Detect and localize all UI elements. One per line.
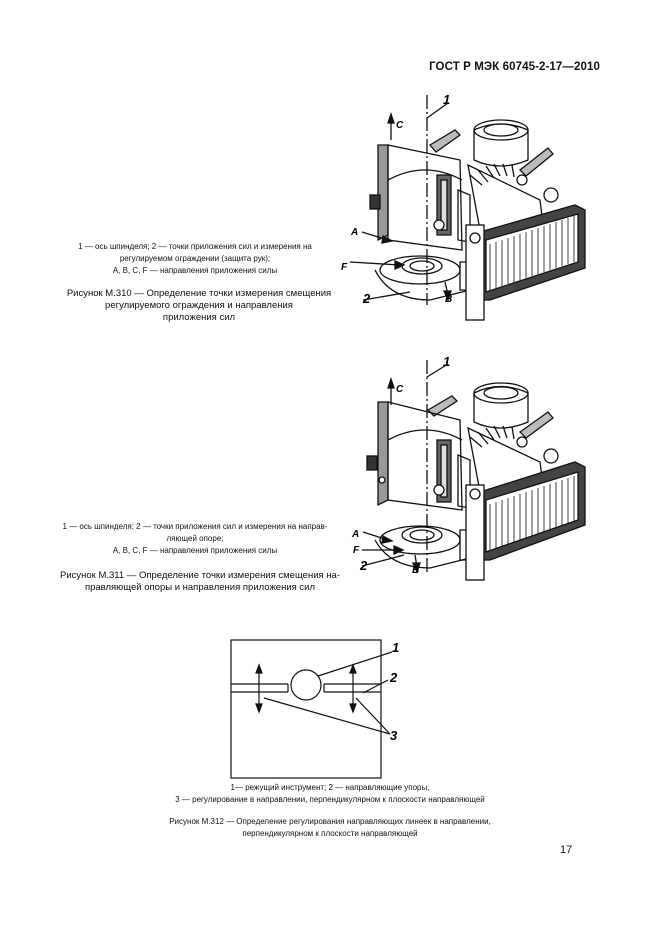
figure-m312-caption: Рисунок М.312 — Определение регулировани… [100, 816, 560, 840]
figure-m310-legend: 1 — ось шпинделя; 2 — точки приложения с… [40, 241, 350, 277]
caption-line: приложения сил [162, 312, 236, 323]
legend-line: ляющей опоре; [166, 534, 224, 543]
label-f: F [353, 545, 360, 556]
label-a: A [350, 227, 358, 238]
label-2: 2 [389, 670, 398, 685]
page-number: 17 [560, 844, 573, 856]
label-b: B [445, 294, 452, 305]
label-c: C [396, 384, 404, 395]
figure-m311-caption: Рисунок М.311 — Определение точки измере… [40, 570, 360, 594]
cutter-circle [290, 669, 322, 701]
label-1: 1 [392, 640, 399, 655]
legend-line: 3 — регулирование в направлении, перпенд… [175, 795, 485, 804]
figure-m310-caption: Рисунок М.310 — Определение точки измере… [38, 288, 360, 324]
legend-line: регулируемом ограждении (защита рук); [119, 254, 271, 263]
label-3: 3 [390, 728, 398, 743]
label-c: C [396, 120, 404, 131]
figure-m311-legend: 1 — ось шпинделя; 2 — точки приложения с… [40, 521, 350, 557]
legend-line: A, B, C, F — направления приложения силы [112, 266, 278, 275]
caption-line: Рисунок М.312 — Определение регулировани… [169, 817, 491, 826]
label-b: B [412, 565, 419, 576]
document-header: ГОСТ Р МЭК 60745-2-17—2010 [429, 61, 600, 73]
legend-line: 1 — ось шпинделя; 2 — точки приложения с… [62, 522, 328, 531]
legend-line: 1 — ось шпинделя; 2 — точки приложения с… [78, 242, 312, 251]
caption-line: перпендикулярном к плоскости направляюще… [242, 829, 418, 838]
diagram-frame [230, 639, 382, 779]
legend-line: 1— режущий инструмент; 2 — направляющие … [230, 783, 430, 792]
legend-line: A, B, C, F — направления приложения силы [112, 546, 278, 555]
figure-m312-legend: 1— режущий инструмент; 2 — направляющие … [110, 782, 550, 806]
label-2: 2 [362, 291, 371, 306]
label-2: 2 [359, 558, 368, 573]
label-1: 1 [443, 354, 450, 369]
caption-line: правляющей опоры и направления приложени… [84, 582, 316, 593]
label-1: 1 [443, 92, 450, 107]
caption-line: Рисунок М.311 — Определение точки измере… [60, 570, 340, 581]
caption-line: регулируемого ограждения и направления [105, 300, 293, 311]
caption-line: Рисунок М.310 — Определение точки измере… [66, 288, 332, 299]
label-a: A [351, 529, 359, 540]
